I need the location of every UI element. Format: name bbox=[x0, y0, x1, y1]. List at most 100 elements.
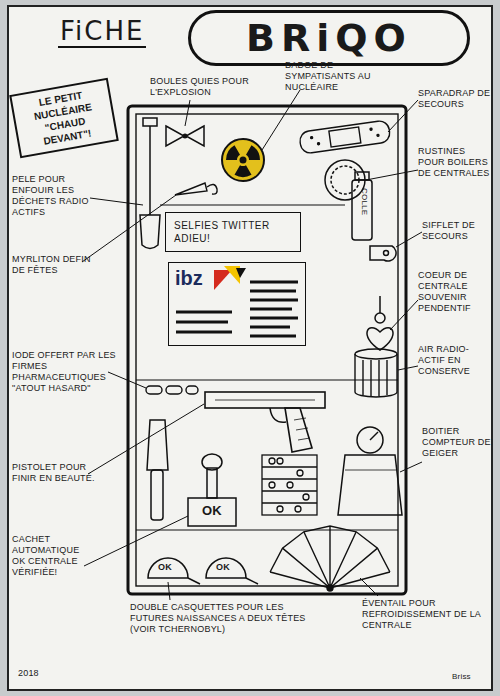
abacus bbox=[262, 455, 317, 515]
double-caps bbox=[148, 558, 188, 578]
cap-text: OK bbox=[158, 562, 180, 573]
abacus bbox=[262, 466, 317, 467]
card-logo bbox=[236, 268, 246, 278]
trowel bbox=[151, 470, 163, 520]
party-horn bbox=[207, 184, 217, 194]
leader-lines bbox=[185, 100, 190, 126]
pistol bbox=[285, 408, 312, 452]
radiation-badge bbox=[226, 145, 240, 160]
leader-lines bbox=[82, 90, 422, 600]
abacus bbox=[303, 494, 309, 500]
card-logo bbox=[214, 266, 246, 290]
leader-lines bbox=[390, 300, 418, 330]
leader-lines bbox=[366, 170, 418, 180]
earplugs bbox=[166, 126, 204, 146]
abacus bbox=[277, 458, 283, 464]
glue-tube bbox=[355, 172, 369, 180]
leader-lines bbox=[396, 232, 422, 247]
bandage bbox=[317, 143, 319, 145]
card-lines bbox=[250, 335, 296, 338]
callout-text: COEUR DE CENTRALE SOUVENIR PENDENTIF bbox=[418, 270, 494, 314]
trowel bbox=[147, 420, 168, 520]
air-can bbox=[355, 349, 397, 359]
cap-text: OK bbox=[216, 562, 238, 573]
air-can bbox=[355, 392, 397, 397]
callout-text: IODE OFFERT PAR LES FIRMES PHARMACEUTIQU… bbox=[12, 350, 120, 394]
air-can bbox=[370, 360, 371, 396]
callout-text: BADGE DE SYMPATISANTS AU NUCLÉAIRE bbox=[285, 60, 395, 93]
leader-lines bbox=[262, 90, 300, 150]
heart-pendant bbox=[379, 296, 381, 313]
leader-lines bbox=[84, 516, 188, 566]
iodine-pills bbox=[186, 386, 198, 394]
callout-text: MYRLITON DEFIN DE FÊTES bbox=[12, 254, 92, 276]
callout-text: PISTOLET POUR FINIR EN BEAUTÉ. bbox=[12, 462, 98, 484]
leader-lines bbox=[88, 404, 204, 474]
abacus bbox=[262, 478, 317, 479]
abacus bbox=[269, 482, 275, 488]
iodine-pills bbox=[166, 386, 182, 394]
abacus bbox=[269, 458, 275, 464]
heart-pendant bbox=[375, 313, 385, 323]
geiger-counter bbox=[338, 427, 402, 515]
pistol bbox=[215, 400, 315, 401]
leader-lines bbox=[82, 195, 176, 262]
shovel bbox=[140, 215, 160, 249]
card-lines bbox=[250, 281, 298, 284]
party-horn bbox=[175, 183, 207, 195]
radiation-badge bbox=[246, 145, 260, 160]
glue-tube bbox=[352, 172, 372, 240]
bandage bbox=[299, 120, 391, 154]
node-text: BRiQO bbox=[191, 13, 467, 63]
double-caps bbox=[206, 558, 246, 578]
tube-label: COLLE bbox=[359, 188, 369, 228]
earplugs bbox=[166, 126, 204, 146]
node-text: ibz bbox=[175, 267, 299, 289]
heart-pendant bbox=[367, 328, 393, 350]
stamp bbox=[188, 498, 236, 526]
pistol bbox=[270, 408, 286, 422]
air-can bbox=[355, 349, 397, 397]
glue-tube bbox=[352, 180, 372, 240]
leader-lines bbox=[398, 366, 418, 370]
stamp bbox=[188, 454, 236, 526]
callout-text: AIR RADIO-ACTIF EN CONSERVE bbox=[418, 344, 494, 377]
bandage bbox=[310, 137, 312, 139]
leader-lines bbox=[360, 578, 378, 596]
heart-pendant bbox=[367, 296, 393, 350]
callout-text: PELE POUR ENFOUIR LES DÉCHETS RADIO ACTI… bbox=[12, 174, 102, 218]
callout-text: DOUBLE CASQUETTES POUR LES FUTURES NAISS… bbox=[130, 602, 310, 635]
node-text: SELFIES TWITTER ADIEU! bbox=[174, 219, 292, 245]
fan bbox=[270, 526, 390, 591]
pistol bbox=[296, 428, 308, 430]
kit-case bbox=[136, 379, 398, 380]
party-horn bbox=[175, 183, 217, 195]
date-text: 2018 bbox=[18, 668, 58, 679]
iodine-pills bbox=[146, 386, 162, 394]
leader-lines bbox=[168, 582, 170, 600]
card-lines bbox=[250, 308, 292, 311]
card-logo bbox=[214, 270, 232, 290]
card-lines bbox=[250, 317, 298, 320]
geiger-counter bbox=[345, 470, 396, 471]
abacus bbox=[295, 506, 301, 512]
shovel bbox=[143, 118, 157, 126]
abacus bbox=[287, 482, 293, 488]
bandage bbox=[370, 128, 372, 130]
callout-text: RUSTINES POUR BOILERS DE CENTRALES bbox=[418, 146, 494, 179]
double-caps bbox=[246, 578, 258, 584]
pistol bbox=[294, 418, 306, 420]
geiger-counter bbox=[357, 427, 383, 453]
abacus bbox=[262, 502, 317, 503]
brand-box: BRiQO bbox=[188, 10, 470, 66]
card-lines bbox=[176, 321, 228, 324]
shovel bbox=[140, 118, 160, 249]
card-lines bbox=[250, 290, 296, 293]
leader-lines bbox=[388, 100, 418, 132]
geiger-counter bbox=[370, 432, 378, 440]
abacus bbox=[262, 490, 317, 491]
pistol bbox=[205, 392, 325, 408]
